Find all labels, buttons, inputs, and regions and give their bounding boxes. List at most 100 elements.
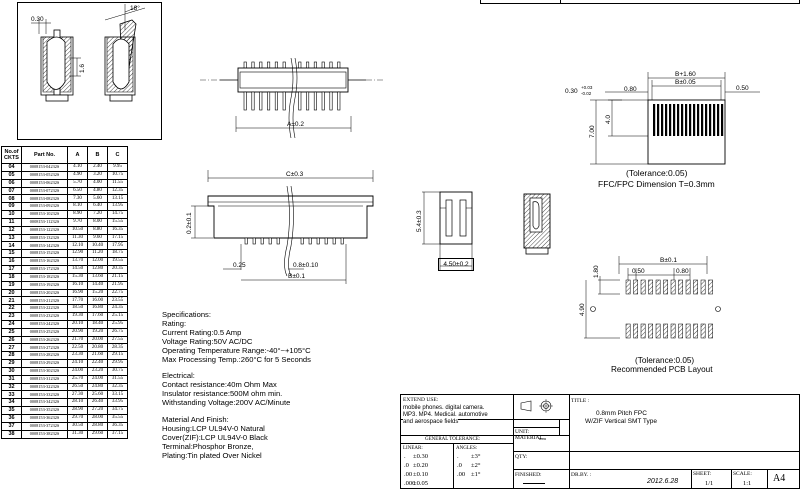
cell-ckts: 15 [1,249,22,259]
cell-b: 10.40 [87,241,108,251]
pin [316,237,320,245]
linear-tol-precision: .0 [404,462,409,469]
col-header-ckts: No.of CKTS [1,146,22,164]
dim-a: A±0.2 [287,121,304,128]
fpc-dim-700: 7.00 [589,125,596,138]
cell-a: 23.30 [67,351,88,361]
cell-c: 15.55 [107,217,128,227]
fpc-dim-080: 0.80 [624,86,637,93]
cell-b: 20.00 [87,335,108,345]
cell-a: 10.50 [67,225,88,235]
fpc-caption: FFC/FPC Dimension T=0.3mm [598,179,715,189]
cell-ckts: 22 [1,304,22,314]
pcb-pad [678,279,683,295]
cell-part-no: 0008153-33232S [21,390,68,400]
cell-ckts: 08 [1,194,22,204]
cell-ckts: 16 [1,257,22,266]
cell-c: 29.95 [107,359,128,368]
cell-b: 28.80 [87,421,108,431]
cell-ckts: 05 [1,170,22,180]
cell-ckts: 30 [1,366,22,376]
cell-c: 35.55 [107,414,128,423]
pcb-dim-180: 1.80 [593,265,600,278]
dim-1-6: 1.6 [79,64,86,73]
pcb-pad [693,279,698,295]
pin [313,91,317,111]
drawing-date: 2012.6.28 [647,478,679,485]
cell-c: 14.75 [107,210,128,219]
pcb-pad [640,279,646,295]
spec-heading: Specifications: [162,310,211,319]
cell-part-no: 0008153-36232S [21,414,68,423]
fpc-contact [677,104,680,136]
cell-part-no: 0008153-07232S [21,186,68,196]
cell-ckts: 34 [1,398,22,408]
cell-a: 30.50 [67,421,88,431]
frame-top-border [480,0,800,4]
cell-b: 4.00 [87,178,108,188]
cell-part-no: 0008153-35232S [21,406,68,415]
pcb-pad [670,279,676,295]
fpc-contact [661,104,664,136]
pcb-pad [693,323,698,339]
cell-a: 20.90 [67,327,88,337]
cell-c: 25.15 [107,312,128,321]
cell-part-no: 0008153-34232S [21,398,68,408]
cell-part-no: 0008153-21232S [21,296,68,306]
fpc-contact [653,104,656,136]
cell-part-no: 0008153-08232S [21,194,68,204]
fpc-contact [693,104,696,136]
cell-a: 27.30 [67,390,88,400]
cell-ckts: 38 [1,429,22,439]
cell-c: 13.95 [107,202,128,212]
angle-tol-value: ±1° [471,471,481,478]
fpc-contact [701,104,704,136]
cell-b: 16.80 [87,304,108,314]
pin [274,91,278,111]
cell-a: 16.10 [67,280,88,290]
projection-symbol-icon [520,399,553,413]
cell-part-no: 0008153-22232S [21,304,68,314]
cell-part-no: 0008153-26232S [21,335,68,345]
pin [259,91,263,111]
cell-b: 8.80 [87,225,108,235]
cell-b: 27.20 [87,406,108,415]
cell-a: 12.90 [67,249,88,259]
pcb-pad [708,279,713,295]
pin [267,91,271,111]
fpc-contact [709,104,712,136]
pin [300,237,304,245]
cell-c: 16.35 [107,225,128,235]
pcb-dim-050: 0.50 [632,268,645,275]
scale-value: 1:1 [743,480,752,487]
cell-part-no: 0008153-18232S [21,272,68,282]
linear-tol-value: ±0.05 [413,480,428,487]
cell-ckts: 07 [1,186,22,196]
pcb-pad [633,279,638,295]
cell-b: 14.40 [87,280,108,290]
cell-part-no: 0008153-15232S [21,249,68,259]
linear-tol-precision: .00 [404,471,413,478]
unit-value: mm [539,436,547,441]
pcb-pad [670,323,676,339]
dim-025: 0.25 [233,262,246,269]
cell-ckts: 29 [1,359,22,368]
cell-c: 36.35 [107,421,128,431]
fpc-contact [717,104,720,136]
fpc-contact [713,104,716,136]
cell-a: 24.00 [67,366,88,376]
cell-c: 32.35 [107,382,128,392]
pin [244,237,248,245]
pcb-pad [625,323,631,339]
cell-a: 18.50 [67,304,88,314]
cell-part-no: 0008153-23232S [21,312,68,321]
dim-030: 0.30 [31,16,44,23]
